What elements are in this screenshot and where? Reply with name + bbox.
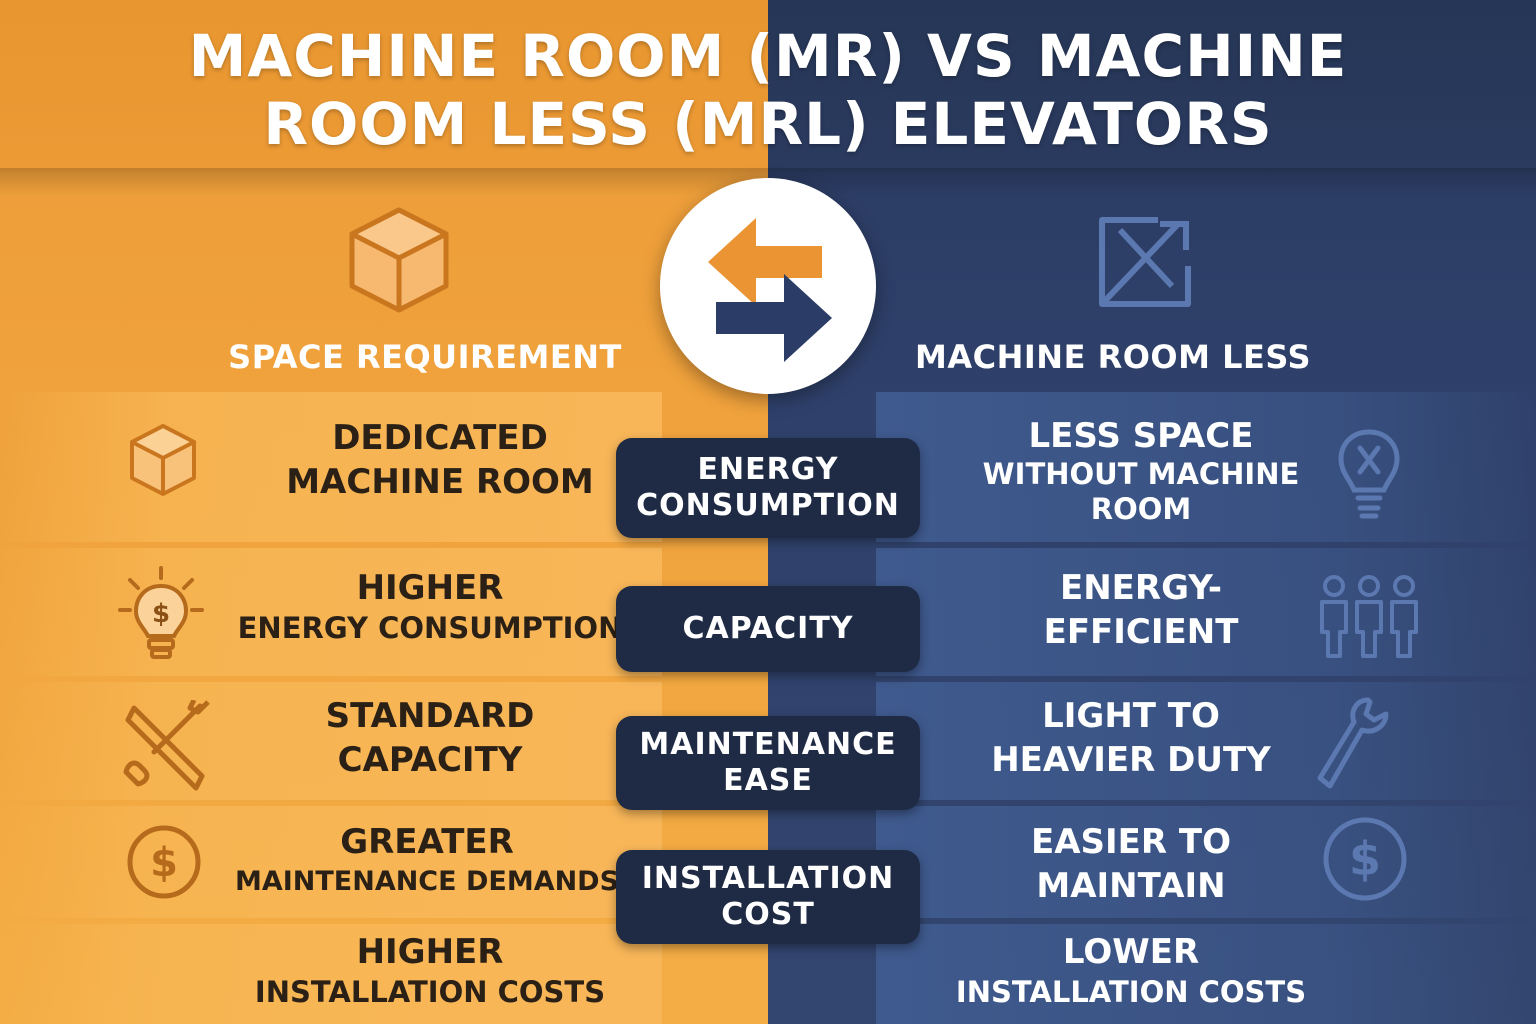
criterion-capacity: CAPACITY — [616, 586, 920, 672]
mr-row-energy: $ HIGHER ENERGY CONSUMPTION — [0, 548, 662, 676]
left-column-heading: SPACE REQUIREMENT — [228, 338, 622, 376]
mr-row-capacity: STANDARD CAPACITY — [0, 682, 662, 800]
cube-icon — [128, 422, 198, 498]
mrl-row-capacity: LIGHT TO HEAVIER DUTY — [876, 682, 1536, 800]
dollar-icon: $ — [126, 824, 202, 900]
mrl-row-installation: LOWER INSTALLATION COSTS — [876, 924, 1536, 1024]
header-band — [0, 0, 1536, 172]
mr-row-installation: HIGHER INSTALLATION COSTS — [0, 924, 662, 1024]
criterion-installation-cost: INSTALLATION COST — [616, 850, 920, 944]
mr-row-space: DEDICATED MACHINE ROOM — [0, 392, 662, 542]
cube-icon — [346, 206, 452, 314]
right-column-heading: MACHINE ROOM LESS — [915, 338, 1311, 376]
people-icon — [1316, 572, 1422, 660]
svg-text:$: $ — [152, 599, 170, 629]
tools-icon — [120, 700, 214, 794]
crossed-box-icon — [1098, 216, 1192, 308]
page-title: MACHINE ROOM (MR) VS MACHINE ROOM LESS (… — [188, 22, 1348, 158]
mrl-row-maintenance: EASIER TO MAINTAIN $ — [876, 806, 1536, 918]
criterion-maintenance-ease: MAINTENANCE EASE — [616, 716, 920, 810]
mr-row-maintenance: $ GREATER MAINTENANCE DEMANDS — [0, 806, 662, 918]
criterion-energy-consumption: ENERGY CONSUMPTION — [616, 438, 920, 538]
swap-arrows-icon — [660, 178, 876, 394]
svg-text:$: $ — [1349, 832, 1381, 886]
lightbulb-dollar-icon: $ — [118, 566, 204, 662]
wrench-icon — [1312, 694, 1392, 790]
mrl-row-space: LESS SPACE WITHOUT MACHINE ROOM — [876, 392, 1536, 542]
mrl-row-energy: ENERGY- EFFICIENT — [876, 548, 1536, 676]
dollar-icon: $ — [1322, 816, 1408, 902]
lightbulb-x-icon — [1336, 428, 1402, 524]
svg-text:$: $ — [150, 840, 178, 886]
